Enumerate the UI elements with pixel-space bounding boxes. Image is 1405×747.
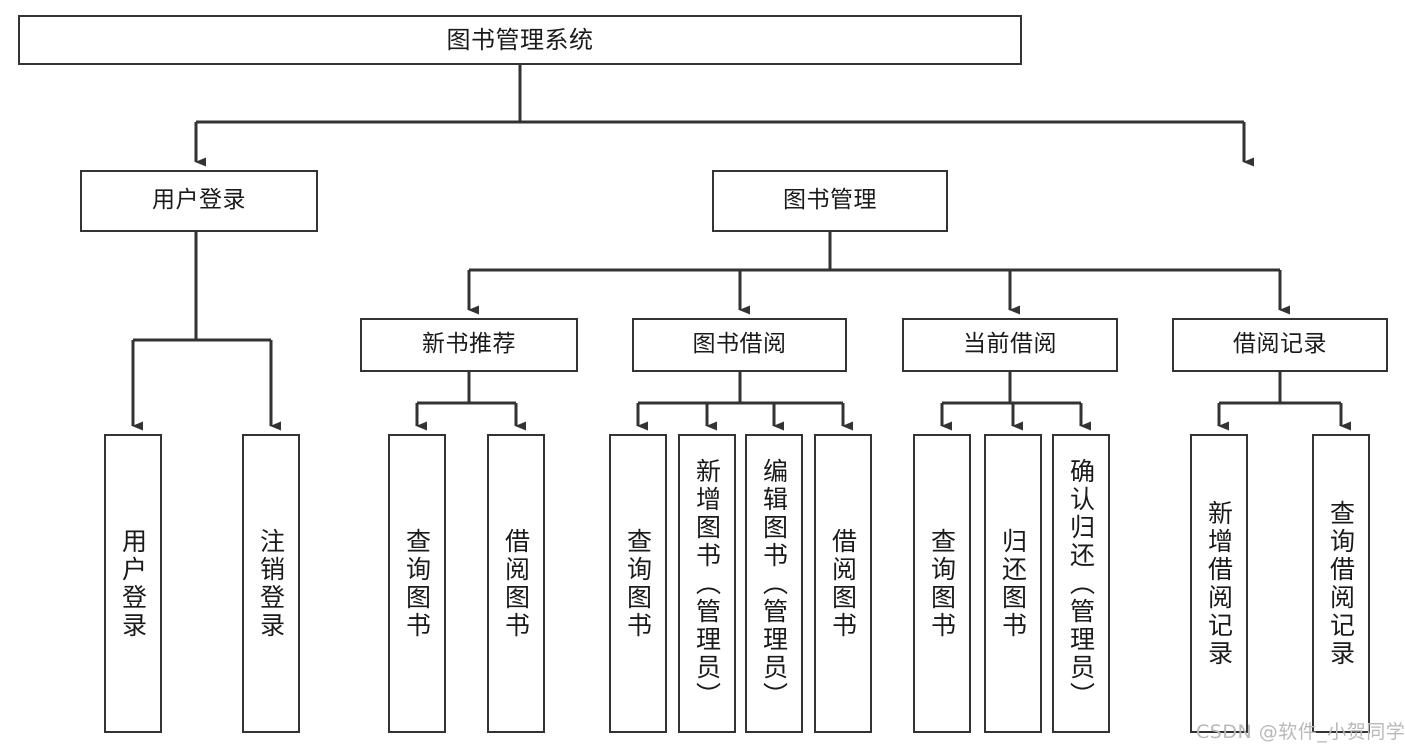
node-label: 查询借阅记录 <box>1326 499 1356 668</box>
node-current-borrow[interactable]: 当前借阅 <box>902 318 1118 372</box>
leaf-logout-login[interactable]: 注销登录 <box>242 434 300 733</box>
node-label: 图书借阅 <box>692 331 787 358</box>
node-label: 新增借阅记录 <box>1204 499 1234 668</box>
node-label: 借阅图书 <box>501 527 531 640</box>
node-label: 归还图书 <box>998 527 1028 640</box>
node-new-book-recommend[interactable]: 新书推荐 <box>360 318 578 372</box>
node-label: 用户登录 <box>118 527 148 640</box>
node-book-manage[interactable]: 图书管理 <box>712 170 948 232</box>
node-label: 图书管理 <box>783 187 877 214</box>
node-label: 借阅图书 <box>828 527 858 640</box>
leaf-return-book[interactable]: 归还图书 <box>984 434 1042 733</box>
leaf-borrow-book-borrow[interactable]: 借阅图书 <box>814 434 872 733</box>
node-label: 确认归还（管理员） <box>1066 457 1096 710</box>
node-label: 当前借阅 <box>963 331 1057 358</box>
leaf-borrow-book-rec[interactable]: 借阅图书 <box>487 434 545 733</box>
csdn-watermark: CSDN @软件_小贺同学 <box>1196 721 1405 743</box>
leaf-confirm-return-admin[interactable]: 确认归还（管理员） <box>1052 434 1110 733</box>
leaf-add-book-admin[interactable]: 新增图书（管理员） <box>678 434 736 733</box>
node-label: 查询图书 <box>623 527 653 640</box>
node-root-system[interactable]: 图书管理系统 <box>18 15 1022 65</box>
leaf-query-borrow-record[interactable]: 查询借阅记录 <box>1312 434 1370 733</box>
node-label: 查询图书 <box>402 527 432 640</box>
leaf-query-book-rec[interactable]: 查询图书 <box>388 434 446 733</box>
leaf-user-login[interactable]: 用户登录 <box>104 434 162 733</box>
node-book-borrow[interactable]: 图书借阅 <box>632 318 847 372</box>
leaf-edit-book-admin[interactable]: 编辑图书（管理员） <box>745 434 803 733</box>
node-label: 查询图书 <box>927 527 957 640</box>
node-label: 新书推荐 <box>422 331 516 358</box>
node-label: 编辑图书（管理员） <box>759 457 789 710</box>
node-label: 用户登录 <box>152 187 246 214</box>
leaf-query-book-current[interactable]: 查询图书 <box>913 434 971 733</box>
node-label: 图书管理系统 <box>446 25 594 54</box>
node-borrow-record[interactable]: 借阅记录 <box>1172 318 1388 372</box>
leaf-add-borrow-record[interactable]: 新增借阅记录 <box>1190 434 1248 733</box>
node-label: 借阅记录 <box>1233 331 1327 358</box>
leaf-query-book-borrow[interactable]: 查询图书 <box>609 434 667 733</box>
node-label: 注销登录 <box>256 527 286 640</box>
node-label: 新增图书（管理员） <box>692 457 722 710</box>
node-user-login[interactable]: 用户登录 <box>80 170 318 232</box>
